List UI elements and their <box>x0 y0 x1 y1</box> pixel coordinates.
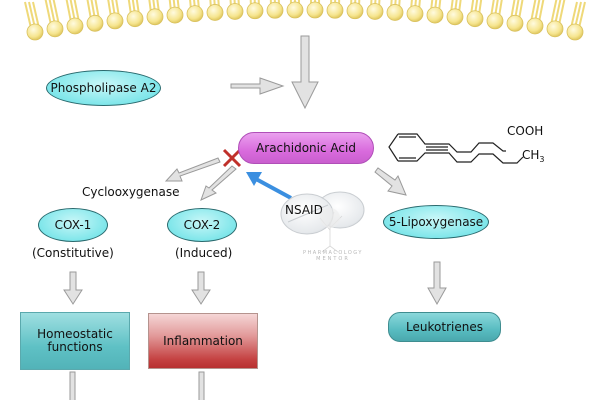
nsaid-label: NSAID <box>285 203 323 217</box>
inflammation-label: Inflammation <box>163 333 243 348</box>
arrow-phospholipase-right <box>230 77 285 95</box>
lipid-head <box>386 4 404 21</box>
lipid-head <box>86 14 104 32</box>
lipid-head <box>126 10 144 28</box>
lipid-head <box>366 3 384 20</box>
lipid-head <box>566 23 584 41</box>
phospholipid-membrane <box>24 0 586 41</box>
lipid-head <box>106 12 124 30</box>
arrow-aa-to-cyclooxygenase <box>164 157 221 182</box>
lipid-head <box>426 6 444 24</box>
homeostatic-functions-node[interactable]: Homeostatic functions <box>20 312 130 370</box>
cox1-label: COX-1 <box>54 217 92 232</box>
lipid-head <box>306 1 324 19</box>
lipid-head <box>446 8 464 26</box>
watermark-tree-icon <box>319 208 343 253</box>
arrow-homeostatic-down <box>69 371 76 400</box>
lipid-head <box>526 17 544 35</box>
inhibition-x-icon <box>222 148 242 168</box>
arachidonic-acid-label: Arachidonic Acid <box>256 140 356 155</box>
cyclooxygenase-label: Cyclooxygenase <box>82 185 180 199</box>
lipid-head <box>326 1 344 19</box>
arrow-membrane-to-aa <box>291 35 319 110</box>
lipid-head <box>66 17 84 35</box>
arachidonic-acid-structure <box>388 133 524 164</box>
lipid-head <box>486 12 504 30</box>
arrow-cox2-down <box>191 271 211 305</box>
lipid-head <box>146 8 164 26</box>
lipid-head <box>286 1 304 19</box>
lipid-head <box>166 6 184 24</box>
lipoxygenase-node[interactable]: 5-Lipoxygenase <box>383 205 489 239</box>
lipid-head <box>406 5 424 23</box>
lipoxygenase-label: 5-Lipoxygenase <box>388 214 484 229</box>
arrow-cox1-down <box>63 271 83 305</box>
arrow-lipoxygenase-down <box>427 261 447 306</box>
arrow-inflammation-down <box>198 371 205 400</box>
lipid-head <box>186 5 204 23</box>
arrow-aa-to-lipoxygenase <box>374 167 407 196</box>
cooh-label: COOH <box>507 124 543 138</box>
nsaid-inhibit-arrow <box>246 172 292 200</box>
cox2-note: (Induced) <box>175 246 233 260</box>
leukotrienes-node[interactable]: Leukotrienes <box>388 312 501 342</box>
lipid-head <box>206 4 224 21</box>
lipid-head <box>346 2 364 20</box>
lipid-head <box>266 1 284 19</box>
lipid-head <box>26 23 44 41</box>
lipid-head <box>506 14 524 32</box>
cox1-note: (Constitutive) <box>32 246 114 260</box>
cox2-node[interactable]: COX-2 <box>167 208 237 242</box>
cox2-label: COX-2 <box>183 217 221 232</box>
homeostatic-functions-label: Homeostatic functions <box>37 327 113 354</box>
lipid-head <box>246 2 264 20</box>
lipid-head <box>546 20 564 38</box>
phospholipase-a2-label: Phospholipase A2 <box>50 80 157 95</box>
cox1-node[interactable]: COX-1 <box>38 208 108 242</box>
lipid-head <box>466 10 484 28</box>
ch3-label: CH3 <box>522 148 545 164</box>
arachidonic-acid-node[interactable]: Arachidonic Acid <box>238 132 374 164</box>
lipid-head <box>226 3 244 20</box>
leukotrienes-label: Leukotrienes <box>406 319 483 334</box>
lipid-head <box>46 20 64 38</box>
arrow-aa-to-cox2 <box>200 165 237 201</box>
inflammation-node[interactable]: Inflammation <box>148 313 258 369</box>
phospholipase-a2-node[interactable]: Phospholipase A2 <box>46 70 161 106</box>
